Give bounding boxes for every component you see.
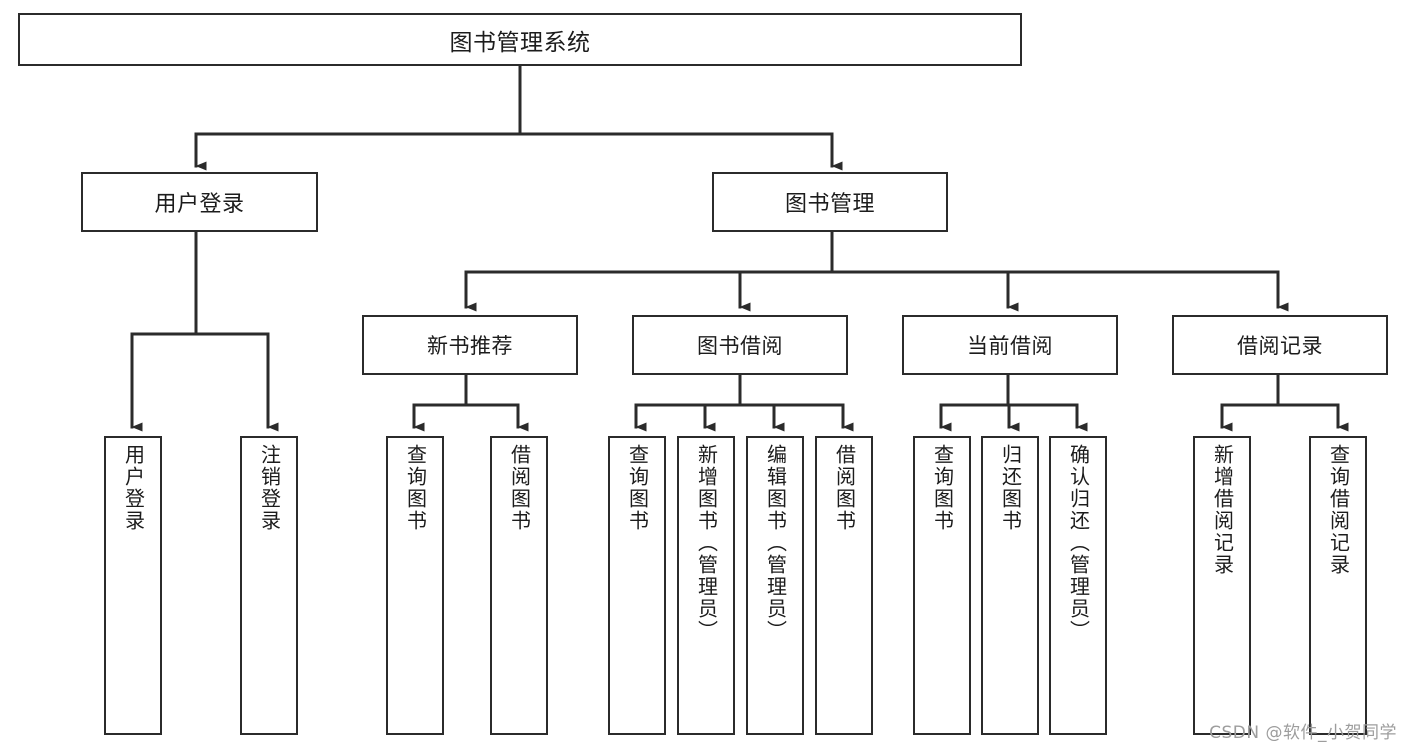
leaf-user-login-label: 用户登录 [121,444,146,532]
leaf-new-book-borrow[interactable]: 借阅图书 [490,436,548,735]
leaf-query-borrow-record[interactable]: 查询借阅记录 [1309,436,1367,735]
node-book-management[interactable]: 图书管理 [712,172,948,232]
node-borrow-record[interactable]: 借阅记录 [1172,315,1388,375]
leaf-add-book-admin-label: 新增图书（管理员） [694,444,719,642]
leaf-user-logout[interactable]: 注销登录 [240,436,298,735]
leaf-return-book[interactable]: 归还图书 [981,436,1039,735]
node-user-login-label: 用户登录 [154,192,245,217]
node-root-book-management-system[interactable]: 图书管理系统 [18,13,1022,66]
leaf-user-login[interactable]: 用户登录 [104,436,162,735]
leaf-confirm-return-admin[interactable]: 确认归还（管理员） [1049,436,1107,735]
leaf-borrow-book[interactable]: 借阅图书 [815,436,873,735]
leaf-edit-book-admin-label: 编辑图书（管理员） [763,444,788,642]
node-book-borrow[interactable]: 图书借阅 [632,315,848,375]
leaf-edit-book-admin[interactable]: 编辑图书（管理员） [746,436,804,735]
leaf-add-borrow-record[interactable]: 新增借阅记录 [1193,436,1251,735]
node-current-borrow[interactable]: 当前借阅 [902,315,1118,375]
leaf-new-book-query[interactable]: 查询图书 [386,436,444,735]
leaf-borrow-query-book[interactable]: 查询图书 [608,436,666,735]
node-borrow-record-label: 借阅记录 [1237,334,1323,358]
leaf-new-book-query-label: 查询图书 [403,444,428,532]
node-book-management-label: 图书管理 [784,192,875,217]
node-current-borrow-label: 当前借阅 [967,334,1053,358]
leaf-add-borrow-record-label: 新增借阅记录 [1210,444,1235,576]
node-root-label: 图书管理系统 [449,29,591,56]
leaf-user-logout-label: 注销登录 [257,444,282,532]
leaf-query-borrow-record-label: 查询借阅记录 [1326,444,1351,576]
leaf-confirm-return-admin-label: 确认归还（管理员） [1066,444,1091,642]
node-user-login[interactable]: 用户登录 [81,172,318,232]
node-new-book-recommend-label: 新书推荐 [427,334,513,358]
node-book-borrow-label: 图书借阅 [697,334,783,358]
leaf-add-book-admin[interactable]: 新增图书（管理员） [677,436,735,735]
leaf-new-book-borrow-label: 借阅图书 [507,444,532,532]
leaf-current-query-book-label: 查询图书 [930,444,955,532]
leaf-return-book-label: 归还图书 [998,444,1023,532]
leaf-borrow-book-label: 借阅图书 [832,444,857,532]
leaf-borrow-query-book-label: 查询图书 [625,444,650,532]
leaf-current-query-book[interactable]: 查询图书 [913,436,971,735]
node-new-book-recommend[interactable]: 新书推荐 [362,315,578,375]
